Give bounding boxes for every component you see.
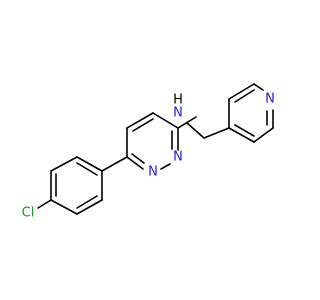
amine-nitrogen-label: N bbox=[173, 106, 183, 121]
pyridine-nitrogen-label: N bbox=[265, 92, 275, 107]
bond bbox=[126, 156, 144, 170]
bond bbox=[126, 112, 154, 129]
bond bbox=[234, 89, 255, 103]
bond bbox=[101, 156, 128, 172]
bond bbox=[152, 112, 179, 129]
bond bbox=[76, 156, 103, 172]
molecule-structure: Cl N N N H N bbox=[22, 83, 275, 221]
bond bbox=[253, 83, 264, 91]
chlorine-atom-label: Cl bbox=[22, 206, 35, 221]
bond bbox=[76, 162, 98, 176]
pyridazine-nitrogen-label: N bbox=[173, 150, 183, 165]
bond bbox=[131, 153, 145, 164]
structure-canvas: Cl N N N H N bbox=[22, 83, 275, 221]
pyridazine-nitrogen-label: N bbox=[148, 165, 158, 180]
bond bbox=[228, 83, 255, 100]
bond bbox=[160, 163, 171, 170]
bond bbox=[76, 195, 98, 209]
bond bbox=[37, 199, 52, 209]
bond bbox=[76, 199, 103, 215]
amine-hydrogen-label: H bbox=[173, 93, 183, 108]
chlorophenyl-ring bbox=[50, 156, 103, 215]
pyridine-ring bbox=[228, 83, 274, 143]
bond bbox=[186, 122, 205, 139]
bond bbox=[50, 199, 78, 215]
bond bbox=[50, 156, 78, 172]
bond bbox=[253, 127, 274, 143]
bond bbox=[132, 118, 154, 132]
bond bbox=[234, 124, 255, 137]
pyridazine-ring bbox=[126, 112, 179, 170]
bond bbox=[228, 127, 255, 143]
bond bbox=[203, 127, 230, 139]
